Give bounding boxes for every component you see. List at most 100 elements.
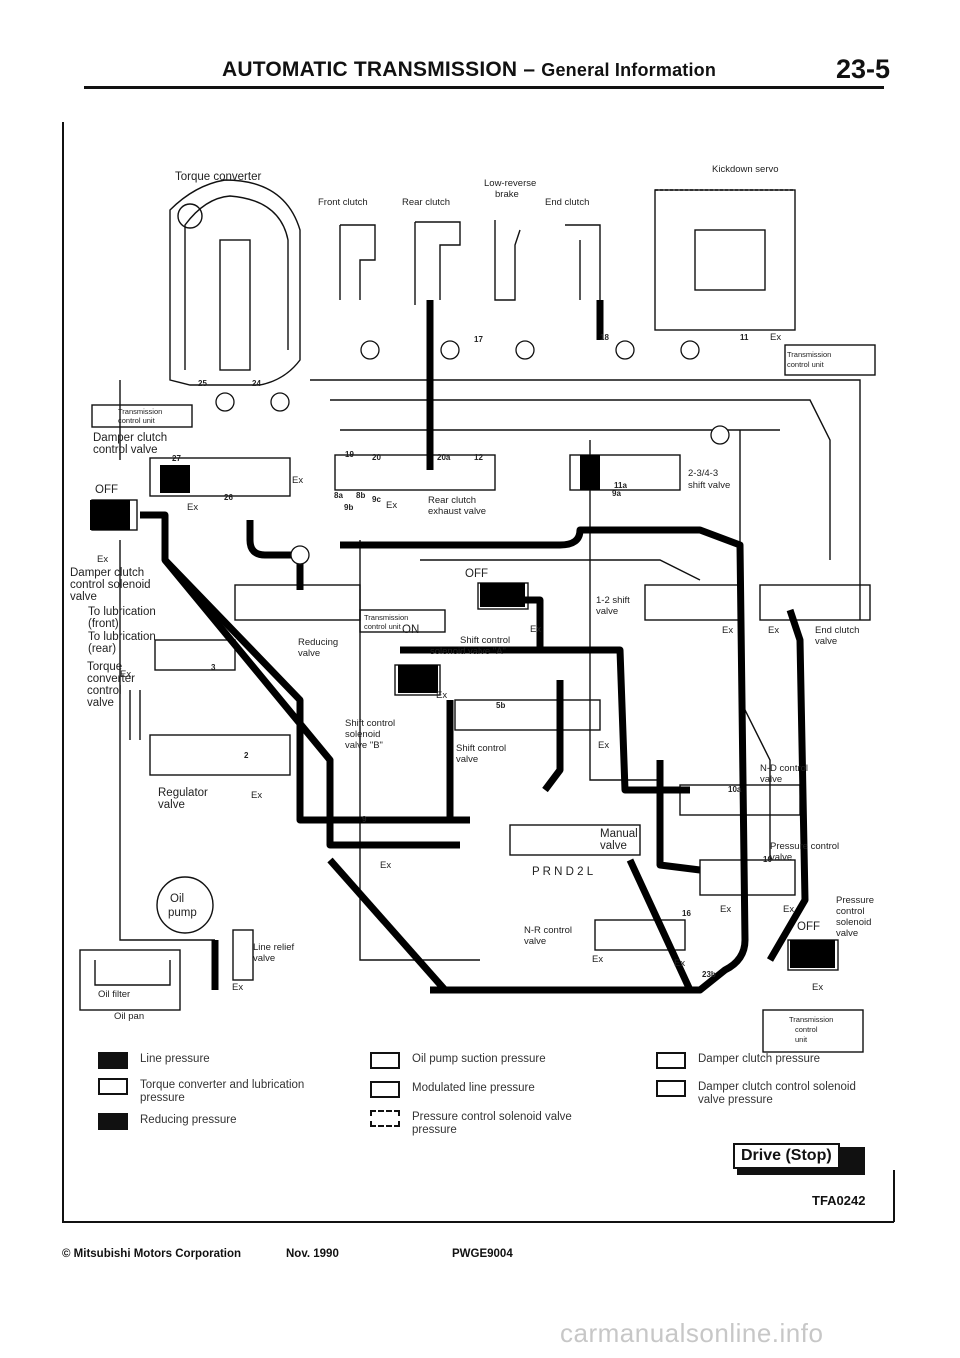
off-left-label: OFF xyxy=(95,484,118,496)
line-pressure-shift-2 xyxy=(542,680,564,793)
port-number: 26 xyxy=(224,493,233,502)
title-dash: – xyxy=(517,58,542,81)
damper-solenoid-label-2: control solenoid xyxy=(70,579,151,591)
port-number: 12 xyxy=(474,453,483,462)
bottom-frame-rule xyxy=(62,1221,894,1223)
tcu-box-right xyxy=(784,344,876,376)
torque-converter-shaft xyxy=(219,239,251,371)
thin-line-mid-2 xyxy=(589,440,660,781)
tc-control-label-2: converter xyxy=(87,673,135,685)
legend-label: Oil pump suction pressure xyxy=(412,1053,546,1065)
pc-solenoid-label-4: valve xyxy=(836,928,858,939)
legend-swatch xyxy=(98,1078,128,1095)
manual-valve-label-1: Manual xyxy=(600,828,638,840)
ex-label: Ex xyxy=(768,625,779,636)
tc-control-valve-body xyxy=(154,639,236,671)
ex-label: Ex xyxy=(530,624,541,635)
front-clutch xyxy=(339,224,376,300)
legend-pc-solenoid-pressure: Pressure control solenoid valve pressure xyxy=(370,1110,610,1150)
line-relief-valve-body xyxy=(232,929,254,981)
thin-line-top xyxy=(310,379,861,620)
port-number: 20a xyxy=(437,453,451,462)
title-main: AUTOMATIC TRANSMISSION xyxy=(222,58,518,81)
oil-pan-outline xyxy=(79,949,181,1011)
component-outlines xyxy=(79,179,876,1053)
legend-label: Pressure control solenoid valve pressure xyxy=(412,1111,572,1136)
oil-pump-label-2: pump xyxy=(168,907,197,919)
tcu-label-bottom-1: Transmission xyxy=(789,1015,833,1024)
shift-sol-b-label-2: solenoid xyxy=(345,729,380,740)
tcu-label-bottom-2: control xyxy=(795,1025,818,1034)
shift-sol-b-label-1: Shift control xyxy=(345,718,395,729)
port-number: 11 xyxy=(740,333,749,342)
thin-line-top-2 xyxy=(330,399,831,560)
line-pressure-diagonal-2 xyxy=(626,858,694,992)
ex-label: Ex xyxy=(783,904,794,915)
line-pressure-reducing-feed xyxy=(246,520,304,590)
shift-234-label-2: shift valve xyxy=(688,480,730,491)
line-pressure-end-right xyxy=(766,608,809,962)
footer-doc-code: PWGE9004 xyxy=(452,1248,513,1260)
port-number: 23b xyxy=(702,970,716,979)
reducing-valve-body xyxy=(234,584,361,621)
legend-swatch xyxy=(98,1113,128,1130)
line-relief-label-1: Line relief xyxy=(253,942,295,953)
tcu-label-right-1: Transmission xyxy=(787,350,831,359)
legend-swatch xyxy=(656,1052,686,1069)
tcu-box-left xyxy=(91,404,193,428)
port-number: 5b xyxy=(496,701,505,710)
thin-line-mid-3 xyxy=(420,559,701,581)
manual-valve-label-2: valve xyxy=(600,840,627,852)
line-pressure-shift xyxy=(400,646,690,794)
thin-line-left xyxy=(119,380,215,941)
low-reverse-brake xyxy=(494,220,521,301)
off-mid-label: OFF xyxy=(465,568,488,580)
tcu-label-center-2: control unit xyxy=(364,622,402,631)
legend-swatch xyxy=(370,1110,400,1127)
port-number: 19 xyxy=(345,450,354,459)
end-clutch-valve-label-1: End clutch xyxy=(815,625,859,636)
torque-converter-inner xyxy=(184,195,289,370)
lub-front-label-2: (front) xyxy=(88,618,119,630)
port-number: 20 xyxy=(372,453,381,462)
title-sub: General Information xyxy=(541,60,717,80)
reducing-valve-label-2: valve xyxy=(298,648,320,659)
ex-label: Ex xyxy=(292,475,303,486)
oil-filter-outline xyxy=(94,960,171,986)
legend-modulated-line: Modulated line pressure xyxy=(370,1081,610,1121)
shift-sol-a-label-2: solenoid valve "A" xyxy=(430,646,506,657)
oil-filter-label: Oil filter xyxy=(98,989,130,1000)
shift-12-label-1: 1-2 shift xyxy=(596,595,630,606)
shift-solenoid-b-fill xyxy=(398,665,438,693)
port-number: 9a xyxy=(612,489,621,498)
legend-line-pressure: Line pressure xyxy=(98,1052,318,1092)
shift-sol-a-label-1: Shift control xyxy=(460,635,510,646)
legend-swatch xyxy=(370,1081,400,1098)
rear-clutch-exhaust-label-2: exhaust valve xyxy=(428,506,486,517)
port-number: 8b xyxy=(356,491,365,500)
legend-oil-pump-suction: Oil pump suction pressure xyxy=(370,1052,610,1092)
end-clutch-valve-body xyxy=(759,584,871,621)
regulator-label-2: valve xyxy=(158,799,185,811)
shift-12-label-2: valve xyxy=(596,606,618,617)
legend-label: Line pressure xyxy=(140,1053,210,1065)
ex-label: Ex xyxy=(592,954,603,965)
legend-swatch xyxy=(98,1052,128,1069)
ex-label: Ex xyxy=(97,554,108,565)
shift-12-valve-body xyxy=(644,584,741,621)
line-pressure-main-left-2 xyxy=(162,557,470,824)
footer-copyright: © Mitsubishi Motors Corporation xyxy=(62,1248,242,1260)
port-number: 8a xyxy=(334,491,343,500)
tcu-label-left-1: Transmission xyxy=(118,407,162,416)
right-frame-rule xyxy=(893,1170,895,1222)
tcu-label-center-1: Transmission xyxy=(364,613,408,622)
thin-line-left-2 xyxy=(129,690,141,740)
line-pressure-nd xyxy=(656,760,701,874)
orifice-icon xyxy=(615,340,635,360)
page-header: AUTOMATIC TRANSMISSION – General Informa… xyxy=(0,50,960,90)
low-reverse-label-2: brake xyxy=(495,189,519,200)
ex-label: Ex xyxy=(251,790,262,801)
regulator-label-1: Regulator xyxy=(158,787,208,799)
legend-label: Damper clutch control solenoid valve pre… xyxy=(698,1081,856,1106)
low-reverse-label-1: Low-reverse xyxy=(484,178,536,189)
